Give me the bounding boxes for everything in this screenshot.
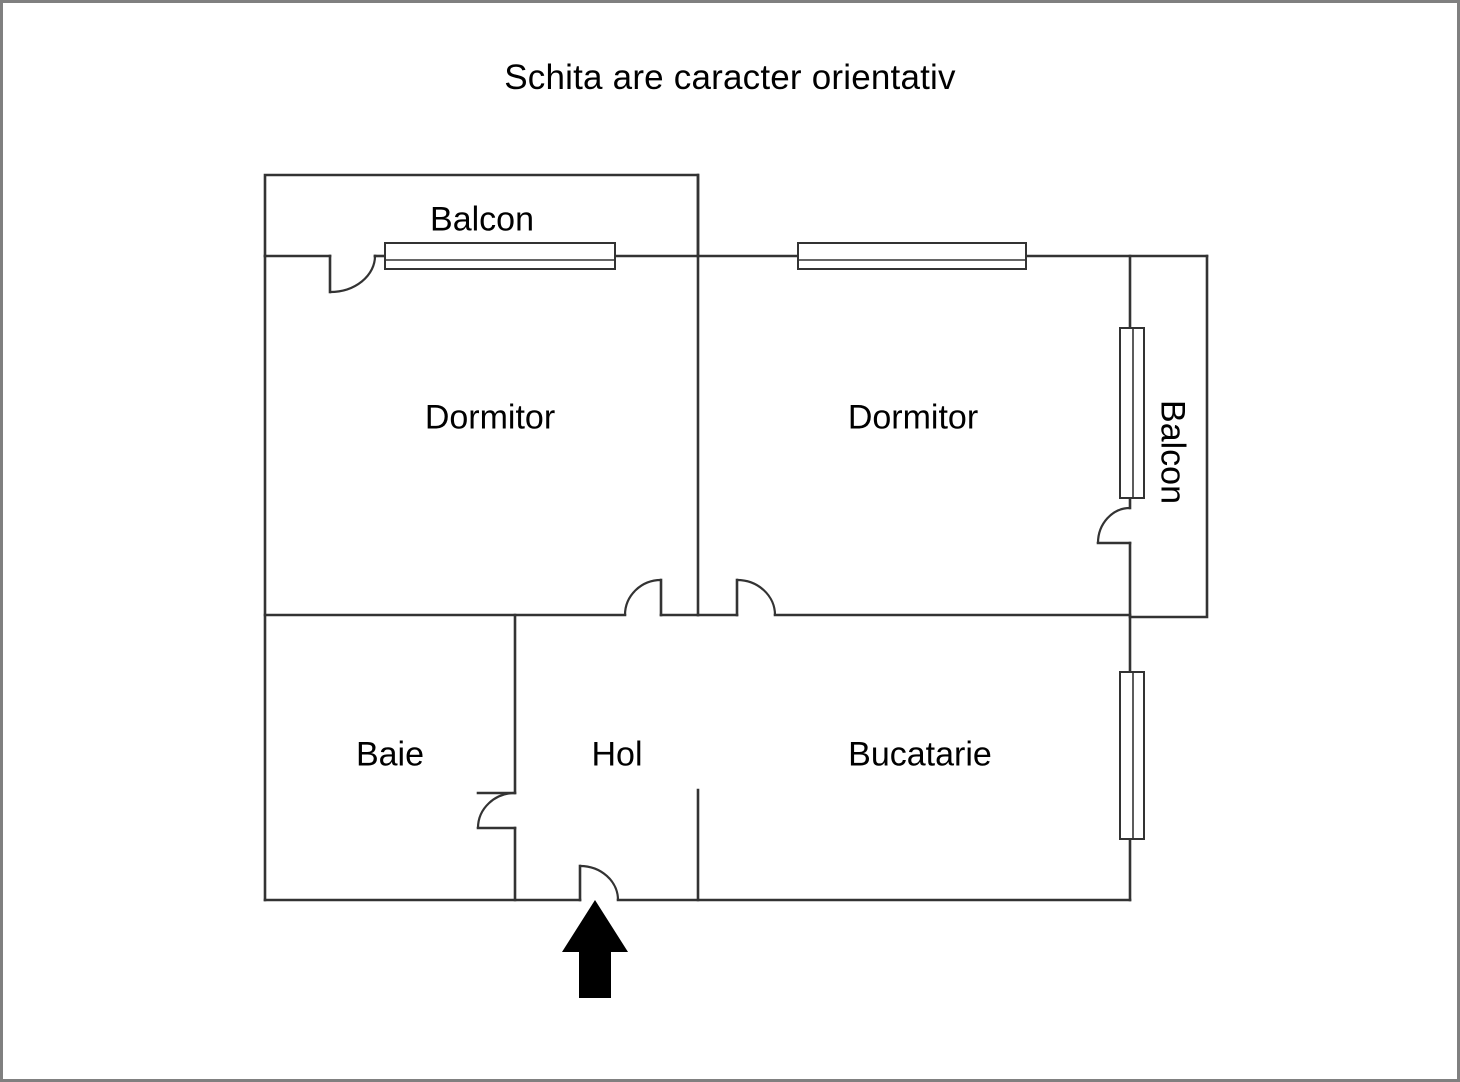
door-dormitor-left-arc [623,578,662,616]
walls-group [263,173,1209,902]
entrance-arrow-shape [562,900,628,998]
room-label-baie: Baie [355,735,425,774]
entrance-arrow [562,900,628,998]
page-title: Schita are caracter orientativ [504,58,956,97]
door-balcon-top-arc [329,255,377,294]
wall-balcon-right-outline [1128,254,1209,619]
room-label-balcon-right: Balcon [1153,400,1192,504]
window-dormitor-right-top [797,242,1027,270]
door-balcon-right-arc [1096,506,1131,544]
room-label-bucatarie: Bucatarie [848,735,992,774]
windows-group [384,242,1145,840]
door-swings-group [329,255,1131,901]
window-bucatarie-right [1119,671,1145,840]
door-dormitor-right-arc [736,578,777,616]
room-label-dormitor-right: Dormitor [847,398,979,437]
room-label-hol: Hol [591,735,643,774]
window-balcon-top [384,242,616,270]
door-baie-arc [476,791,516,829]
door-entrance-arc [579,864,620,901]
room-label-balcon-top: Balcon [430,200,534,239]
room-label-dormitor-left: Dormitor [424,398,556,437]
window-balcon-right [1119,327,1145,499]
